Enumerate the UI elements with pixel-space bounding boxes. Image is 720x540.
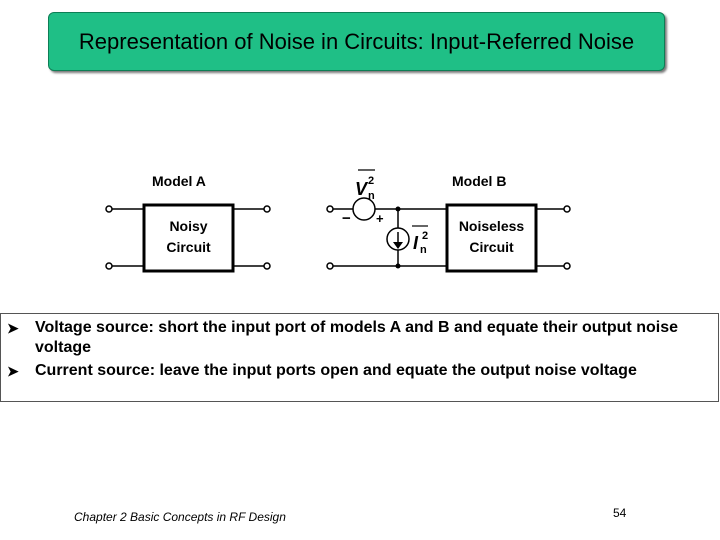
model-b-label: Model B	[452, 173, 506, 189]
footer-chapter: Chapter 2 Basic Concepts in RF Design	[74, 510, 286, 524]
junction-dot	[395, 206, 401, 212]
bullet-text: Current source: leave the input ports op…	[35, 362, 637, 379]
bullet-item: ➤ Current source: leave the input ports …	[7, 361, 712, 381]
terminal	[263, 262, 271, 270]
current-arrow-icon	[393, 242, 403, 249]
slide-title: Representation of Noise in Circuits: Inp…	[78, 29, 635, 54]
i-symbol: I	[413, 233, 419, 253]
noisy-circuit-box	[142, 203, 235, 273]
bullet-text: Voltage source: short the input port of …	[35, 319, 678, 356]
slide-title-box: Representation of Noise in Circuits: Inp…	[48, 12, 665, 71]
voltage-source-symbol	[352, 197, 376, 221]
i-superscript: 2	[422, 230, 428, 242]
v-subscript: n	[368, 190, 375, 202]
page-number: 54	[613, 506, 627, 520]
bullet-list-box: ➤ Voltage source: short the input port o…	[0, 313, 719, 402]
bullet-item: ➤ Voltage source: short the input port o…	[7, 318, 712, 358]
noise-model-diagram: Model A Model B Noisy Circuit Noiseless …	[105, 169, 571, 273]
terminal	[105, 262, 113, 270]
plus-sign: +	[376, 211, 384, 226]
noiseless-label-line2: Circuit	[469, 239, 514, 255]
minus-sign: −	[342, 210, 351, 227]
noisy-label-line2: Circuit	[166, 239, 211, 255]
v-symbol: V	[355, 179, 369, 199]
noiseless-label-line1: Noiseless	[459, 218, 525, 234]
terminal	[326, 262, 334, 270]
terminal	[563, 262, 571, 270]
terminal	[263, 205, 271, 213]
current-source-symbol	[386, 227, 410, 251]
terminal	[326, 205, 334, 213]
terminal	[105, 205, 113, 213]
terminal	[563, 205, 571, 213]
noisy-label-line1: Noisy	[169, 218, 207, 234]
noiseless-circuit-box	[445, 203, 538, 273]
i-subscript: n	[420, 244, 427, 256]
model-a-label: Model A	[152, 173, 206, 189]
v-superscript: 2	[368, 175, 374, 187]
arrow-bullet-icon: ➤	[7, 363, 19, 379]
arrow-bullet-icon: ➤	[7, 320, 19, 336]
junction-dot	[395, 263, 401, 269]
